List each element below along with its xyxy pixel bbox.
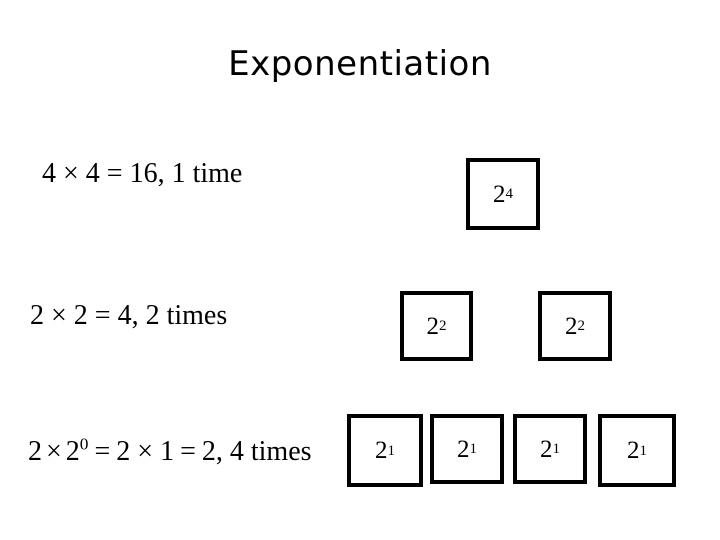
equation-1-text: 4 × 4 = 16, 1 time: [42, 158, 243, 189]
equation-row-1: 4 × 4 = 16, 1 time: [42, 160, 242, 188]
power-base: 2: [493, 180, 506, 208]
equation-3-right-exponent: 0: [79, 434, 89, 454]
equation-3-result: 2: [201, 436, 216, 467]
equation-3-right-base: 2: [65, 436, 80, 467]
equation-3-count: 4 times: [229, 436, 312, 467]
power-base: 2: [627, 437, 640, 464]
equation-3-count-label: ,: [215, 436, 230, 467]
power-base: 2: [426, 312, 440, 340]
power-base: 2: [457, 435, 470, 463]
equation-row-3: 2×20=2 × 1=2, 4 times: [28, 434, 312, 467]
equation-row-2: 2 × 2 = 4, 2 times: [30, 302, 227, 330]
power-base: 2: [375, 437, 388, 464]
equation-2-text: 2 × 2 = 4, 2 times: [30, 300, 228, 331]
equation-3-equals-1: =: [94, 436, 111, 467]
equation-3-intermediate: 2 × 1: [116, 436, 175, 467]
power-base: 2: [565, 312, 578, 340]
equation-3-operator: ×: [46, 436, 62, 467]
power-base: 2: [540, 435, 553, 463]
page-title: Exponentiation: [228, 44, 492, 84]
equation-3-equals-2: =: [180, 436, 196, 467]
equation-3-left: 2: [28, 436, 42, 467]
